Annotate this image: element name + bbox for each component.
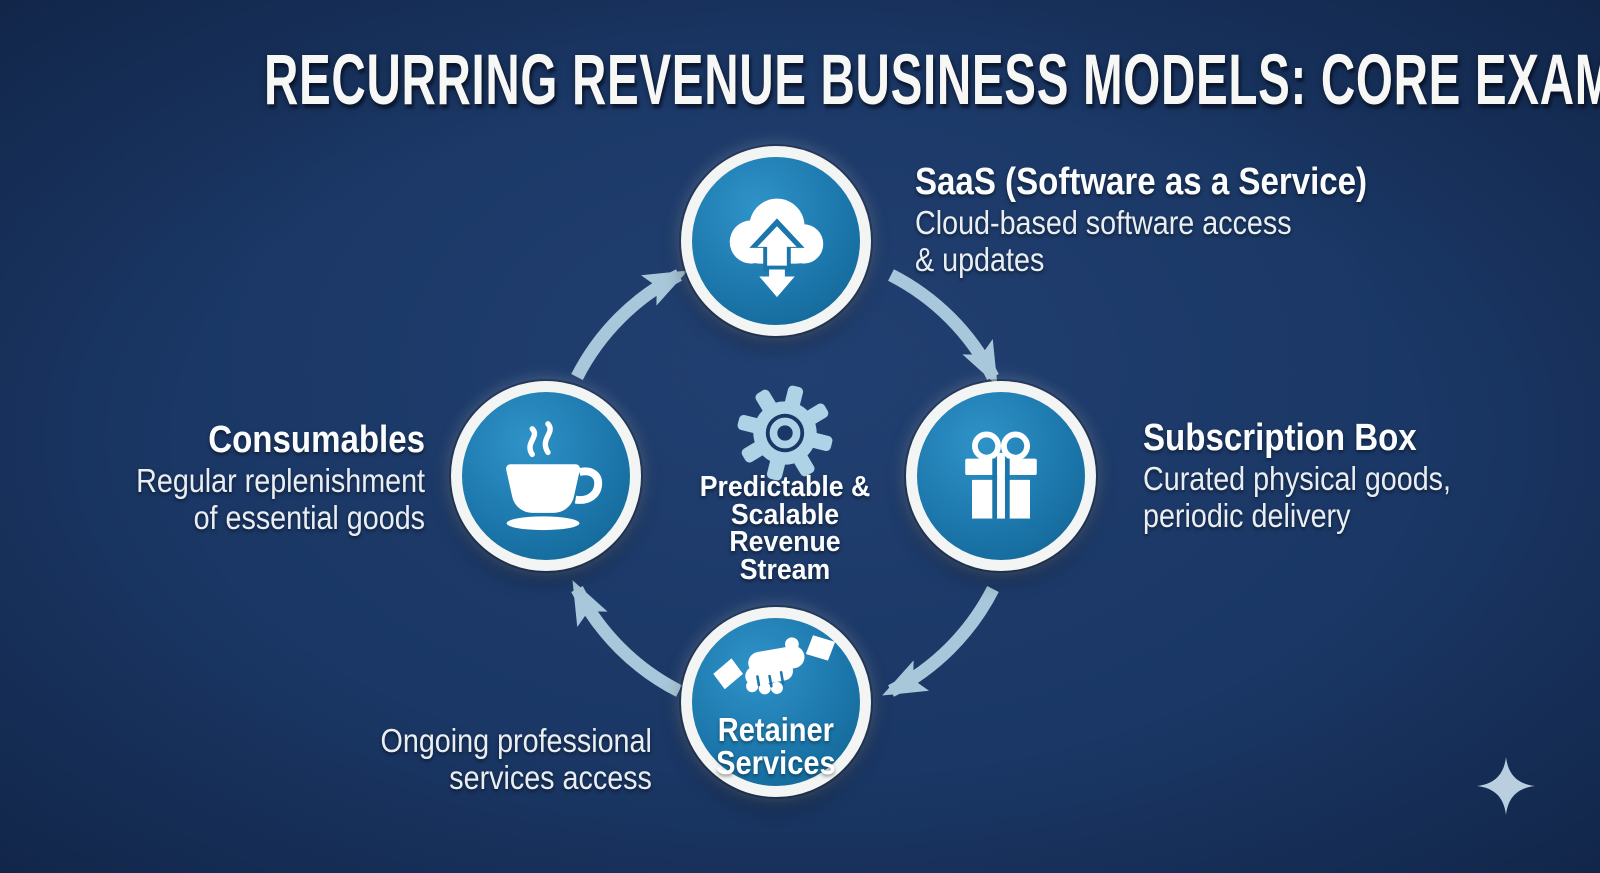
node-saas (681, 146, 871, 336)
arrow-retainer-to-consumables (571, 580, 682, 697)
retainer-desc-line: services access (449, 759, 652, 796)
subscription-box-title: Subscription Box (1143, 417, 1417, 459)
subscription-box-desc-line: Curated physical goods, (1143, 460, 1452, 497)
gear-icon (737, 385, 833, 481)
retainer-desc-block: Ongoing professional services access (381, 722, 652, 796)
coffee-cup-icon (506, 421, 603, 531)
gift-icon (965, 431, 1037, 519)
arrow-saas-to-subscription-box (888, 269, 999, 386)
center-label-line: Revenue (729, 526, 841, 558)
cloud-sync-icon (729, 198, 824, 298)
consumables-desc-line: of essential goods (193, 499, 425, 536)
consumables-desc-line: Regular replenishment (136, 462, 425, 499)
sparkle-icon (1477, 757, 1535, 815)
arrow-subscription-box-to-retainer (882, 586, 999, 697)
center-label: Predictable & Scalable Revenue Stream (638, 471, 932, 586)
saas-desc-line: & updates (915, 241, 1045, 278)
saas-text-block: SaaS (Software as a Service) Cloud-based… (915, 160, 1367, 278)
saas-title: SaaS (Software as a Service) (915, 161, 1368, 203)
node-subscription-box (906, 381, 1096, 571)
node-consumables (451, 381, 641, 571)
center-label-line: Scalable (730, 498, 840, 531)
arrow-consumables-to-saas (571, 269, 688, 380)
saas-desc-line: Cloud-based software access (915, 204, 1292, 241)
node-retainer-services: Retainer Services (681, 607, 871, 797)
consumables-text-block: Consumables Regular replenishment of ess… (136, 418, 425, 536)
retainer-label-line: Retainer (717, 711, 835, 748)
subscription-box-text-block: Subscription Box Curated physical goods,… (1143, 416, 1451, 534)
center-label-line: Predictable & (699, 471, 871, 503)
retainer-services-label: Retainer Services (716, 713, 836, 779)
handshake-icon (713, 635, 836, 695)
consumables-title: Consumables (208, 419, 425, 461)
center-label-line: Stream (739, 553, 831, 586)
subscription-box-desc-line: periodic delivery (1143, 497, 1351, 534)
retainer-label-line: Services (716, 744, 836, 781)
retainer-desc-line: Ongoing professional (380, 722, 652, 759)
